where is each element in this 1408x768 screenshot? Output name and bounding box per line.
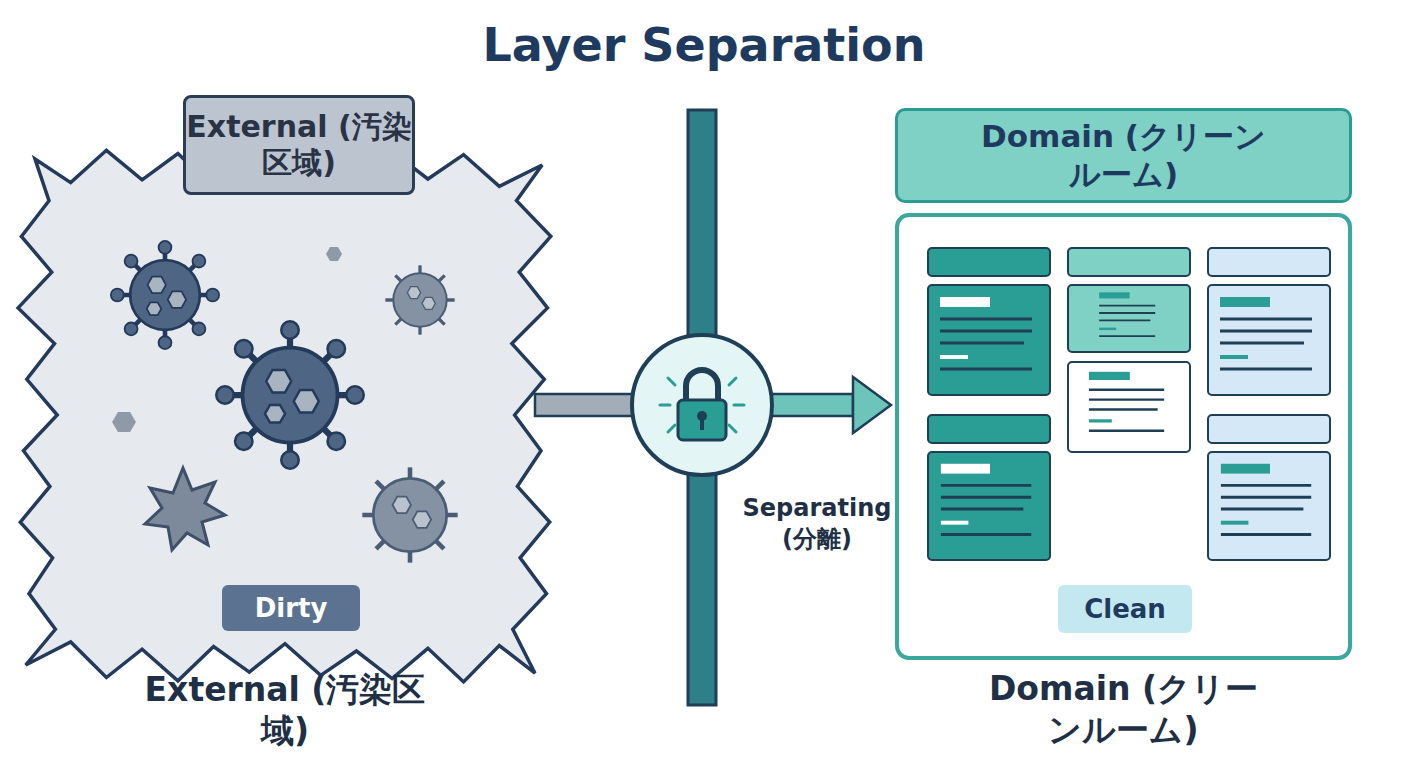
box-label: External (汚染区域) <box>186 109 412 181</box>
status-badge: Clean <box>1058 585 1192 633</box>
arrow-shaft-clean <box>715 394 853 416</box>
arrow-shaft-dirty <box>535 394 715 416</box>
diagram-title: Layer Separation <box>0 18 1408 72</box>
arrow-head <box>853 377 891 433</box>
contaminated-region: External (汚染区域)External (汚染区域)Dirty <box>35 165 535 665</box>
box-label: Clean <box>1084 594 1166 624</box>
region-header: Domain (クリーンルーム) <box>895 108 1352 203</box>
status-badge: Dirty <box>222 585 360 631</box>
region-caption: Domain (クリーンルーム) <box>974 668 1274 751</box>
box-label: Domain (クリーンルーム) <box>974 118 1274 192</box>
box-label: Dirty <box>255 593 328 623</box>
edge-label: Separating (分離) <box>727 493 907 555</box>
clean-room-box: Domain (クリーンルーム)Clean <box>895 213 1352 660</box>
region-header: External (汚染区域) <box>183 95 415 195</box>
jagged-outline-path <box>18 148 551 682</box>
separation-arrow <box>535 377 891 433</box>
region-caption: External (汚染区域) <box>135 669 435 752</box>
